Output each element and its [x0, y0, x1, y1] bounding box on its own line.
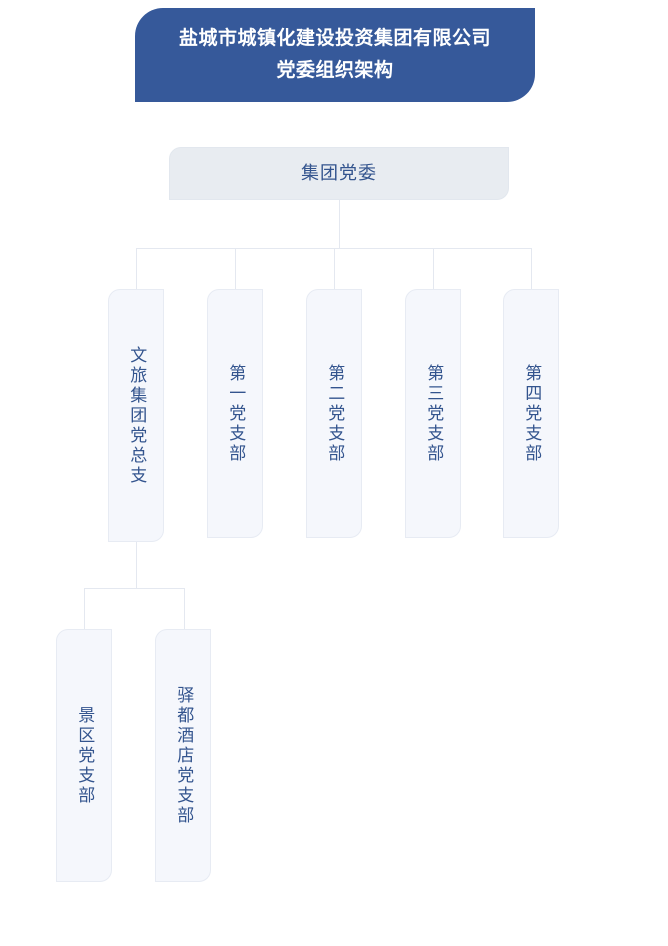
node-branch-4[interactable]: 第三党支部	[405, 289, 461, 538]
node-branch-2[interactable]: 第一党支部	[207, 289, 263, 538]
node-root-group-party-committee[interactable]: 集团党委	[169, 147, 509, 200]
node-branch-1[interactable]: 文旅集团党总支	[108, 289, 164, 542]
node-branch-5[interactable]: 第四党支部	[503, 289, 559, 538]
node-sub-branch-1[interactable]: 景区党支部	[56, 629, 112, 882]
connector-drop-sub-2	[184, 588, 185, 629]
chart-title-text: 盐城市城镇化建设投资集团有限公司 党委组织架构	[178, 28, 491, 81]
node-root-label: 集团党委	[301, 162, 377, 183]
node-sub-branch-1-label: 景区党支部	[75, 705, 95, 806]
connector-branch1-stem	[136, 542, 137, 588]
connector-level1-bus	[136, 248, 531, 249]
connector-level2-bus	[84, 588, 184, 589]
node-branch-3-label: 第二党支部	[325, 363, 345, 464]
node-branch-2-label: 第一党支部	[226, 363, 246, 464]
node-branch-4-label: 第三党支部	[424, 363, 444, 464]
connector-root-stem	[339, 200, 340, 248]
connector-drop-branch-2	[235, 248, 236, 289]
connector-drop-branch-4	[433, 248, 434, 289]
node-branch-5-label: 第四党支部	[522, 363, 542, 464]
connector-drop-sub-1	[84, 588, 85, 629]
node-branch-3[interactable]: 第二党支部	[306, 289, 362, 538]
node-sub-branch-2[interactable]: 驿都酒店党支部	[155, 629, 211, 882]
node-sub-branch-2-label: 驿都酒店党支部	[174, 685, 194, 826]
connector-drop-branch-5	[531, 248, 532, 289]
connector-drop-branch-1	[136, 248, 137, 289]
connector-drop-branch-3	[334, 248, 335, 289]
chart-title-banner: 盐城市城镇化建设投资集团有限公司 党委组织架构	[135, 8, 535, 102]
node-branch-1-label: 文旅集团党总支	[127, 345, 147, 486]
